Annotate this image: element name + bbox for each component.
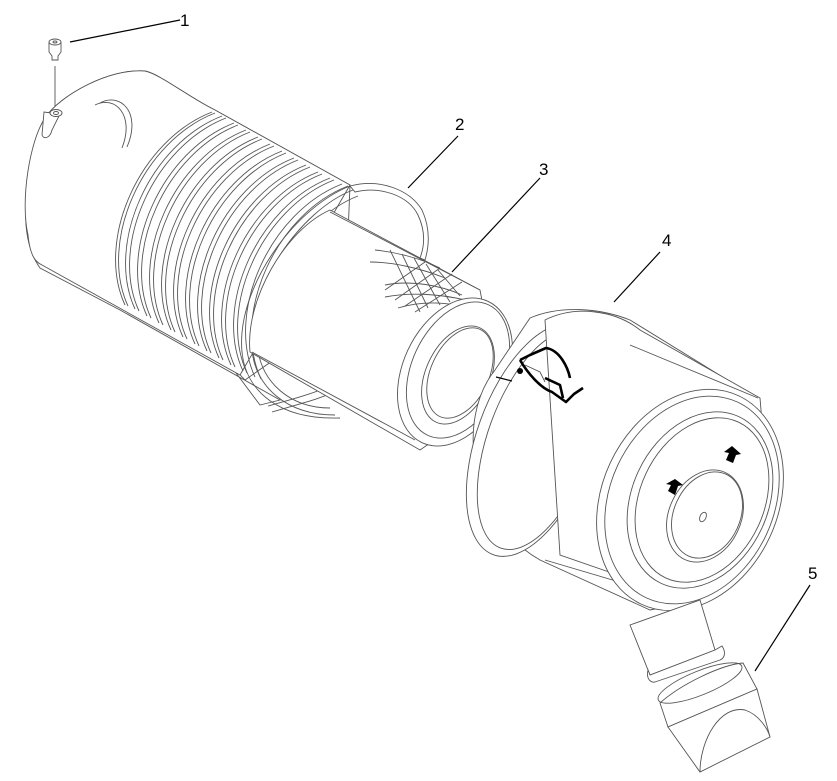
arrow-up-icon	[666, 479, 683, 495]
part-1-screw	[48, 19, 181, 110]
callout-2: 2	[455, 115, 465, 134]
filter-mesh	[369, 249, 466, 313]
latch-clamp	[495, 346, 584, 404]
part-4-cover	[465, 251, 784, 612]
corrugated-ribs	[115, 111, 349, 380]
callout-5: 5	[808, 564, 818, 583]
arrow-up-icon	[724, 446, 741, 463]
callout-1: 1	[180, 11, 190, 30]
callout-4: 4	[662, 231, 672, 250]
part-5-vacuator	[629, 584, 811, 773]
callout-3: 3	[539, 160, 549, 179]
